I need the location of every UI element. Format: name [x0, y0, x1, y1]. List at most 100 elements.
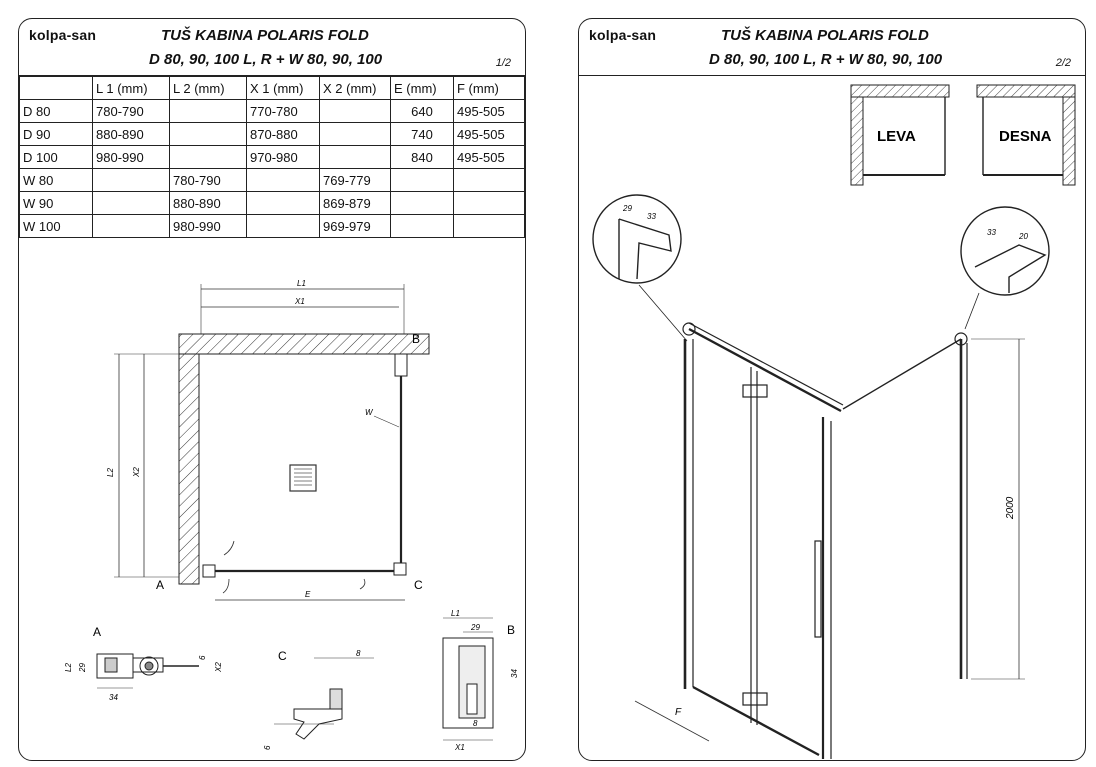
table-cell: 880-890: [92, 122, 170, 146]
table-cell: 970-980: [246, 145, 320, 169]
page-number: 1/2: [495, 57, 511, 69]
table-cell: [453, 191, 525, 215]
detail-a-label: A: [93, 625, 101, 639]
table-cell: [92, 191, 170, 215]
table-cell: [169, 122, 247, 146]
table-cell: 780-790: [92, 99, 170, 123]
detail-left-dim: 29: [622, 204, 632, 213]
table-cell: D 90: [19, 122, 93, 146]
table-header: [19, 76, 93, 100]
table-cell: 495-505: [453, 99, 525, 123]
brand-logo: kolpa-san: [589, 27, 657, 43]
detail-right-dim: 20: [1018, 232, 1028, 241]
table-cell: [319, 122, 391, 146]
detail-b-dim: X1: [454, 743, 465, 752]
table-cell: W 80: [19, 168, 93, 192]
page-number: 2/2: [1055, 57, 1071, 69]
profile-c: [393, 562, 407, 576]
product-title: TUŠ KABINA POLARIS FOLD: [161, 27, 369, 44]
product-variants: D 80, 90, 100 L, R + W 80, 90, 100: [709, 51, 943, 68]
table-cell: [92, 168, 170, 192]
detail-c-label: C: [278, 649, 287, 663]
door-handle: [814, 540, 822, 638]
detail-b-dim: L1: [451, 609, 460, 618]
table-cell: [246, 168, 320, 192]
detail-a-dim: L2: [64, 663, 73, 672]
table-cell: [390, 214, 454, 238]
detail-circle-right: [960, 206, 1050, 296]
table-cell: D 80: [19, 99, 93, 123]
detail-c-drawing: C 8 6: [263, 649, 374, 750]
table-cell: 980-990: [169, 214, 247, 238]
table-cell: 969-979: [319, 214, 391, 238]
table-cell: [246, 191, 320, 215]
table-cell: [390, 168, 454, 192]
table-cell: 880-890: [169, 191, 247, 215]
table-cell: 870-880: [246, 122, 320, 146]
detail-c-dim: 8: [356, 649, 361, 658]
detail-c-dim: 6: [263, 745, 272, 750]
leva-label: LEVA: [877, 128, 916, 145]
table-cell: 495-505: [453, 122, 525, 146]
dim-x1-label: X1: [294, 297, 305, 306]
table-cell: 495-505: [453, 145, 525, 169]
table-header: E (mm): [390, 76, 454, 100]
detail-c-profile: [329, 688, 343, 710]
table-cell: W 90: [19, 191, 93, 215]
table-cell: [453, 214, 525, 238]
detail-right-dim: 33: [987, 228, 996, 237]
dim-e-label: E: [305, 590, 311, 599]
table-row: W 90 880-890 869-879: [19, 191, 525, 215]
detail-a-dim: X2: [214, 662, 223, 673]
table-row: W 80 780-790 769-779: [19, 168, 525, 192]
f-dimension: F: [675, 707, 682, 718]
detail-left-dim: 33: [647, 212, 656, 221]
table-cell: [92, 214, 170, 238]
table-header: L 2 (mm): [169, 76, 247, 100]
table-cell: [390, 191, 454, 215]
table-cell: [319, 99, 391, 123]
shower-cabin: [682, 322, 968, 759]
drawing-sheet-1: kolpa-san TUŠ KABINA POLARIS FOLD D 80, …: [18, 18, 526, 761]
dimension-table: L 1 (mm) L 2 (mm) X 1 (mm) X 2 (mm) E (m…: [19, 76, 525, 238]
table-header: F (mm): [453, 76, 525, 100]
table-cell: 780-790: [169, 168, 247, 192]
dim-l2-label: L2: [106, 468, 115, 477]
brand-logo: kolpa-san: [29, 27, 97, 43]
table-cell: 869-879: [319, 191, 391, 215]
wall-left: [178, 353, 200, 585]
product-title: TUŠ KABINA POLARIS FOLD: [721, 27, 929, 44]
detail-a-drawing: A L2 29 34 6 X2: [64, 625, 223, 702]
drawing-sheet-2: kolpa-san TUŠ KABINA POLARIS FOLD D 80, …: [578, 18, 1086, 761]
hinge-bottom: [742, 692, 768, 706]
table-header: L 1 (mm): [92, 76, 170, 100]
detail-b-label: B: [507, 623, 515, 637]
callout-b-label: B: [412, 332, 420, 346]
detail-circle-left: [592, 194, 682, 284]
table-cell: [453, 168, 525, 192]
detail-a-dim: 34: [109, 693, 118, 702]
table-header: X 2 (mm): [319, 76, 391, 100]
table-cell: [319, 145, 391, 169]
cabin-3d-drawing: 29 33 33 20: [592, 194, 1050, 759]
table-cell: [169, 99, 247, 123]
table-cell: [169, 145, 247, 169]
table-cell: 770-780: [246, 99, 320, 123]
height-dimension: 2000: [1005, 496, 1016, 520]
detail-a-dim: 29: [78, 663, 87, 673]
dim-x2-label: X2: [132, 467, 141, 478]
table-cell: 769-779: [319, 168, 391, 192]
side-panel-w-label: W: [365, 408, 374, 417]
table-cell: 640: [390, 99, 454, 123]
callout-a-label: A: [156, 578, 164, 592]
dim-l1-label: L1: [297, 279, 306, 288]
profile-a: [202, 564, 216, 578]
product-variants: D 80, 90, 100 L, R + W 80, 90, 100: [149, 51, 383, 68]
desna-diagram: DESNA: [976, 84, 1076, 186]
table-cell: [246, 214, 320, 238]
detail-a-dim: 6: [198, 655, 207, 660]
